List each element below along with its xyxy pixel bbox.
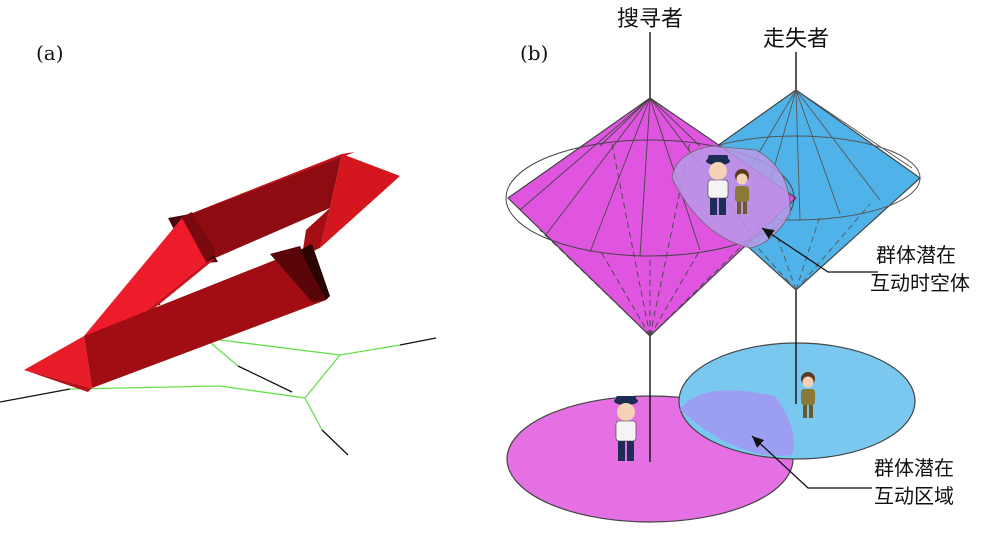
panel-b-label: (b) [520,41,548,65]
region-annotation: 群体潜在 互动区域 [751,435,954,508]
interaction-volume-overlap [671,145,791,249]
police-figure-ground [614,396,638,461]
missing-person-label: 走失者 [763,27,829,52]
region-annotation-line1: 群体潜在 [874,456,954,480]
region-annotation-line2: 互动区域 [874,484,954,508]
volume-annotation: 群体潜在 互动时空体 [761,227,970,295]
police-figure-top [706,155,730,215]
panel-a-label: (a) [36,41,64,65]
child-figure-ground [801,372,815,418]
panel-a: (a) [0,41,437,456]
child-figure-top [735,169,749,214]
volume-annotation-line1: 群体潜在 [876,243,956,267]
volume-annotation-line2: 互动时空体 [870,271,970,295]
interaction-region-overlap [680,390,794,456]
ground-regions [506,342,916,523]
panel-b: (b) [505,7,970,523]
searcher-label: 搜寻者 [617,7,683,32]
space-time-prism [24,152,400,392]
time-axes [649,32,797,462]
